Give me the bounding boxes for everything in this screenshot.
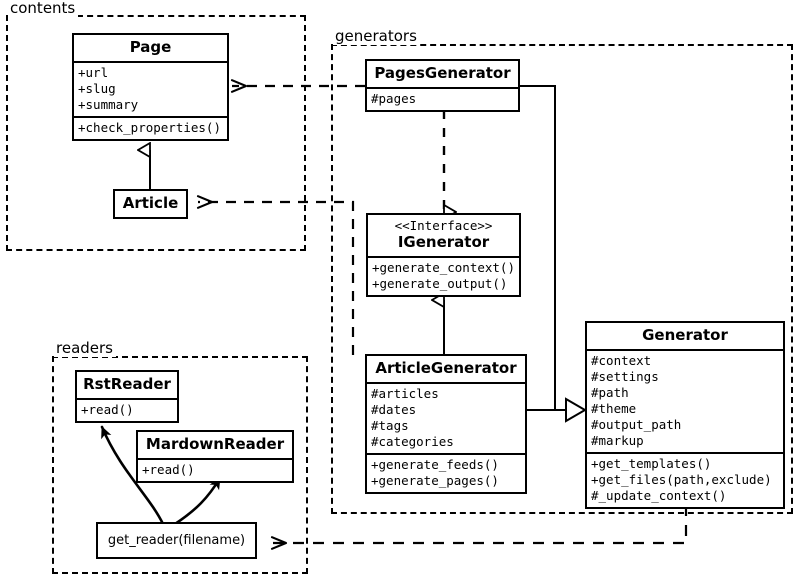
package-contents (6, 15, 306, 251)
operation: +get_files(path,exclude) (591, 472, 772, 487)
attribute: #tags (371, 418, 409, 433)
attribute: #theme (591, 401, 637, 416)
function-get-reader-label: get_reader(filename) (107, 533, 246, 548)
class-igenerator-operations: +generate_context() +generate_output() (368, 256, 519, 295)
package-readers-label: readers (54, 340, 116, 357)
package-generators (331, 44, 793, 514)
class-article-generator-name: ArticleGenerator (375, 359, 517, 377)
class-article-generator-operations: +generate_feeds() +generate_pages() (367, 453, 525, 492)
class-generator-attributes: #context #settings #path #theme #output_… (587, 349, 783, 452)
class-mardown-reader-operations: +read() (138, 458, 292, 481)
class-rst-reader[interactable]: RstReader +read() (75, 370, 179, 423)
package-readers (52, 356, 308, 574)
class-pages-generator-name: PagesGenerator (374, 64, 511, 82)
package-contents-label: contents (8, 0, 79, 17)
attribute: #markup (591, 433, 644, 448)
class-igenerator[interactable]: <<Interface>> IGenerator +generate_conte… (366, 213, 521, 297)
attribute: #articles (371, 386, 439, 401)
operation: +generate_context() (372, 260, 515, 275)
package-generators-label: generators (333, 28, 420, 45)
attribute: #settings (591, 369, 659, 384)
class-article-generator[interactable]: ArticleGenerator #articles #dates #tags … (365, 354, 527, 494)
class-article-generator-attributes: #articles #dates #tags #categories (367, 382, 525, 453)
operation: +generate_pages() (371, 473, 499, 488)
attribute: #path (591, 385, 629, 400)
class-generator-name: Generator (642, 326, 728, 344)
class-pages-generator-attributes: #pages (367, 87, 518, 110)
attribute: #pages (371, 91, 417, 106)
operation: +read() (81, 402, 134, 417)
operation: +generate_feeds() (371, 457, 499, 472)
operation: +check_properties() (78, 120, 221, 135)
class-page-name: Page (129, 38, 172, 56)
operation: #_update_context() (591, 488, 727, 503)
attribute: +slug (78, 81, 116, 96)
class-generator-operations: +get_templates() +get_files(path,exclude… (587, 452, 783, 507)
operation: +read() (142, 462, 195, 477)
class-page-attributes: +url +slug +summary (74, 61, 227, 116)
class-pages-generator[interactable]: PagesGenerator #pages (365, 59, 520, 112)
class-igenerator-name: IGenerator (397, 233, 490, 251)
attribute: +url (78, 65, 109, 80)
operation: +get_templates() (591, 456, 712, 471)
attribute: #categories (371, 434, 454, 449)
class-igenerator-stereotype: <<Interface>> (394, 218, 493, 233)
class-generator[interactable]: Generator #context #settings #path #them… (585, 321, 785, 509)
attribute: #context (591, 353, 652, 368)
attribute: #output_path (591, 417, 682, 432)
class-rst-reader-operations: +read() (77, 398, 177, 421)
class-article-name: Article (122, 194, 179, 212)
function-get-reader[interactable]: get_reader(filename) (96, 522, 257, 559)
class-mardown-reader-name: MardownReader (145, 435, 285, 453)
class-mardown-reader[interactable]: MardownReader +read() (136, 430, 294, 483)
operation: +generate_output() (372, 276, 508, 291)
attribute: +summary (78, 97, 139, 112)
class-page-operations: +check_properties() (74, 116, 227, 139)
class-article[interactable]: Article (113, 189, 188, 219)
class-rst-reader-name: RstReader (83, 375, 171, 393)
class-page[interactable]: Page +url +slug +summary +check_properti… (72, 33, 229, 141)
attribute: #dates (371, 402, 417, 417)
